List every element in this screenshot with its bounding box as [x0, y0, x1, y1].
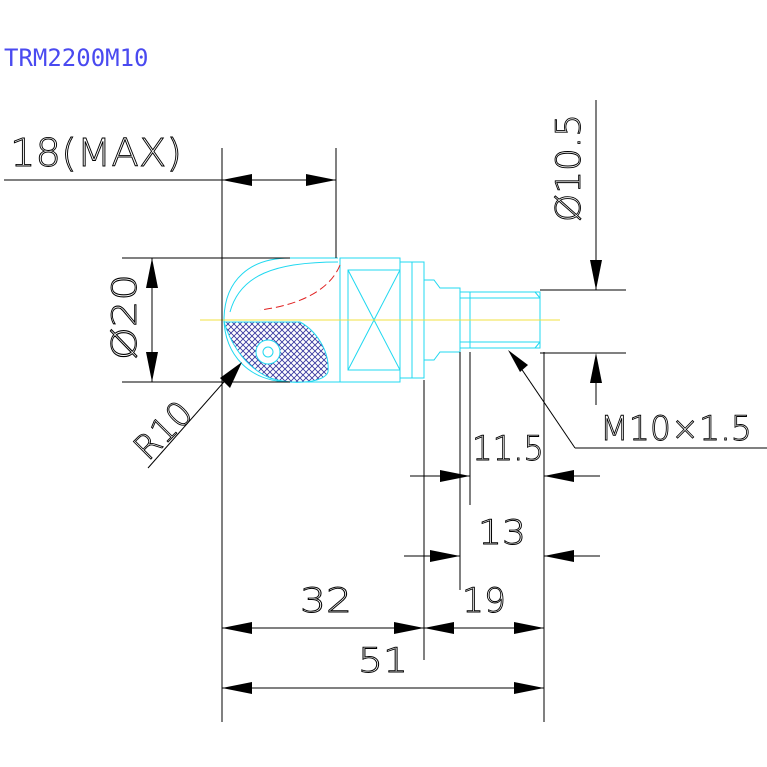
pivot-icon [255, 339, 281, 365]
hidden-line [259, 264, 341, 311]
dim-51: 51 [358, 641, 408, 681]
dimension-lines [4, 100, 767, 722]
dim-18max: 18(MAX) [10, 131, 182, 175]
dim-diameter-10-5: Ø10.5 [549, 114, 589, 222]
dim-19: 19 [462, 581, 506, 621]
dim-radius-10: R10 [126, 393, 201, 468]
dim-13: 13 [478, 513, 526, 553]
dim-diameter-20: Ø20 [105, 274, 145, 360]
dim-32: 32 [300, 581, 352, 621]
dim-thread-m10: M10×1.5 [600, 409, 752, 449]
dim-11-5: 11.5 [472, 429, 544, 469]
drawing-title: TRM2200M10 [4, 44, 149, 72]
